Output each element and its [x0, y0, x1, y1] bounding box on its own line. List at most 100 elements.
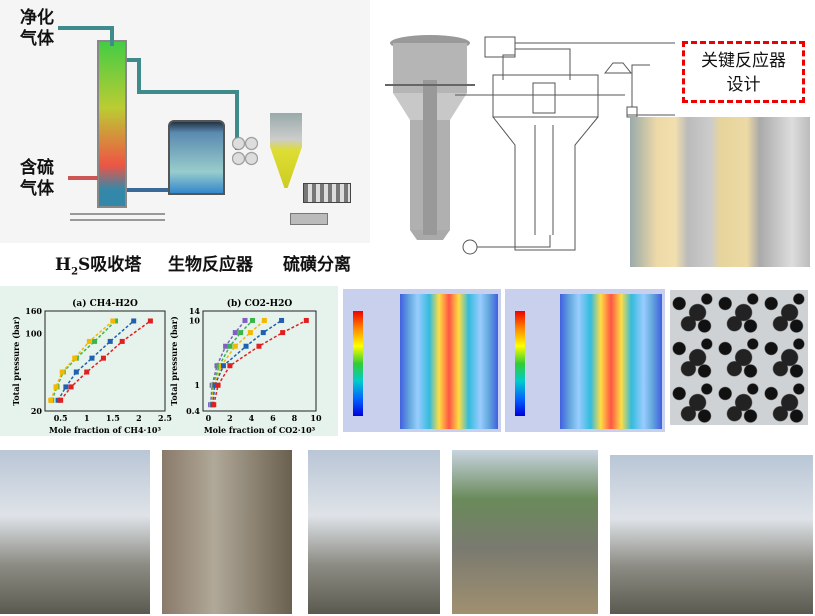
y-tick-label: 100	[25, 329, 42, 339]
data-point-red	[84, 369, 90, 375]
cfd-velocity-contour-1	[343, 289, 501, 432]
pipe-segment	[127, 58, 139, 62]
data-point-red	[256, 343, 262, 349]
return-lines	[70, 213, 165, 221]
plant-photo-3	[308, 450, 440, 614]
caption-bioreactor: 生物反应器	[168, 255, 253, 275]
plant-photo-4	[452, 450, 598, 614]
key-reactor-line1: 关键反应器	[701, 51, 786, 71]
bioreactor-tank	[168, 120, 225, 195]
cfd-velocity-contour-2	[505, 289, 665, 432]
color-legend	[515, 311, 525, 416]
x-axis-label: Mole fraction of CH4·10³	[49, 425, 161, 435]
reactor-schematic	[455, 36, 675, 255]
x-tick-label: 0.5	[54, 413, 68, 423]
x-tick-label: 4	[249, 413, 255, 423]
data-point-blue	[63, 384, 69, 390]
key-reactor-design-box: 关键反应器 设计	[682, 41, 805, 103]
y-tick-label: 20	[31, 406, 43, 416]
chart-title: (b) CO2-H2O	[227, 298, 293, 309]
data-point-blue	[73, 369, 79, 375]
data-point-yellow	[86, 338, 92, 344]
data-point-red	[303, 317, 309, 323]
data-point-blue	[220, 363, 226, 369]
y-axis-label: Total pressure (bar)	[169, 316, 179, 406]
process-diagram: 净化气体 含硫气体	[0, 0, 370, 243]
x-tick-label: 0	[206, 413, 212, 423]
data-point-red	[68, 384, 74, 390]
data-point-blue	[279, 317, 285, 323]
data-point-yellow	[247, 330, 253, 336]
y-axis-label: Total pressure (bar)	[11, 316, 21, 406]
granule-micrograph	[670, 290, 808, 425]
label-sulfur-gas: 含硫气体	[20, 158, 54, 199]
data-point-red	[215, 382, 221, 388]
data-point-blue	[89, 355, 95, 361]
reactor-3d-model	[385, 35, 475, 240]
vle-charts: (a) CH4-H2O Mole fraction of CH4·10³ Total…	[11, 298, 322, 435]
y-tick-label: 1	[194, 380, 200, 390]
plant-photo-1	[0, 450, 150, 614]
data-point-red	[119, 338, 125, 344]
data-point-red	[100, 355, 106, 361]
sulfur-gas-inlet-pipe	[68, 176, 98, 180]
x-tick-label: 2	[227, 413, 233, 423]
plant-photo-5	[610, 455, 813, 614]
lab-reactor-photo	[630, 117, 810, 267]
data-point-blue	[260, 330, 266, 336]
x-tick-label: 1.5	[106, 413, 120, 423]
data-point-green	[227, 343, 233, 349]
data-point-purple	[223, 343, 229, 349]
data-point-yellow	[261, 317, 267, 323]
data-point-yellow	[48, 397, 54, 403]
y-tick-label: 10	[189, 315, 201, 325]
velocity-field	[400, 294, 498, 429]
plot-frame	[202, 310, 317, 412]
x-tick-label: 1	[84, 413, 90, 423]
data-point-red	[58, 397, 64, 403]
x-tick-label: 10	[310, 413, 322, 423]
pipe-segment	[137, 58, 141, 92]
x-tick-label: 6	[270, 413, 276, 423]
x-tick-label: 8	[292, 413, 298, 423]
x-tick-label: 2.5	[158, 413, 172, 423]
screw-conveyor	[303, 183, 351, 203]
x-axis-label: Mole fraction of CO2·10³	[204, 425, 316, 435]
data-point-blue	[107, 338, 113, 344]
purified-gas-pipe	[58, 26, 113, 30]
data-point-yellow	[232, 343, 238, 349]
pipe-segment	[110, 26, 114, 46]
color-legend	[353, 311, 363, 416]
y-tick-label: 160	[25, 306, 42, 316]
label-purified-gas: 净化气体	[20, 8, 54, 49]
data-point-blue	[131, 318, 137, 324]
data-point-yellow	[110, 318, 116, 324]
series-line-red	[60, 320, 151, 401]
data-point-green	[250, 317, 256, 323]
data-point-red	[280, 330, 286, 336]
chart-title: (a) CH4-H2O	[72, 298, 138, 309]
data-point-blue	[55, 397, 61, 403]
data-point-red	[211, 402, 217, 408]
sulfur-settler	[270, 113, 302, 188]
pipe-segment	[137, 90, 237, 94]
data-point-red	[147, 318, 153, 324]
h2s-absorber-tower	[97, 40, 127, 208]
data-point-red	[227, 363, 233, 369]
data-point-green	[92, 338, 98, 344]
key-reactor-line2: 设计	[726, 75, 761, 95]
data-point-yellow	[59, 369, 65, 375]
data-point-purple	[232, 330, 238, 336]
y-tick-label: 14	[189, 306, 201, 316]
series-line-red	[213, 319, 307, 405]
data-point-purple	[242, 317, 248, 323]
series-line-blue	[211, 319, 282, 405]
plot-frame	[44, 310, 166, 412]
data-point-yellow	[72, 355, 78, 361]
pipe-segment	[127, 188, 172, 192]
data-point-green	[112, 318, 118, 324]
plant-photo-2	[162, 450, 292, 614]
data-point-blue	[243, 343, 249, 349]
pump-icons	[232, 136, 258, 166]
x-tick-label: 2	[136, 413, 142, 423]
